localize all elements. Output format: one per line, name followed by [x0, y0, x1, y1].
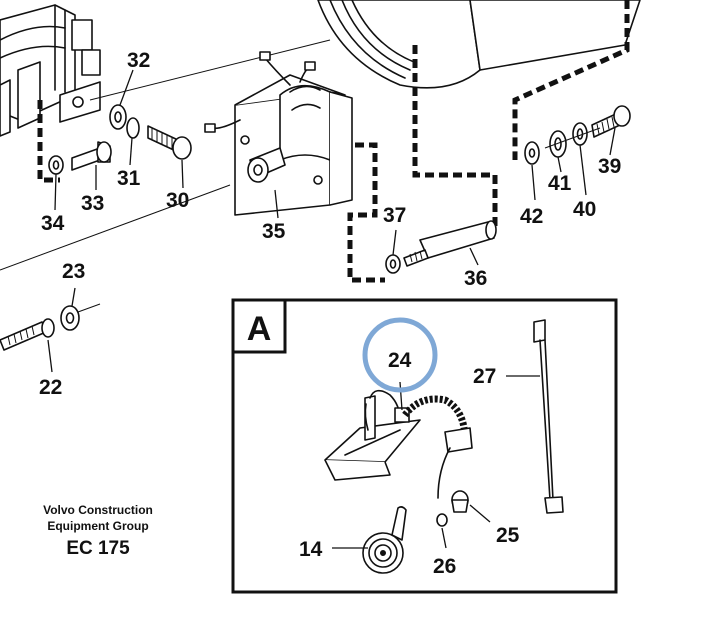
caption-company-line1: Volvo Construction — [43, 503, 153, 517]
callout-42: 42 — [520, 205, 543, 228]
callout-33: 33 — [81, 192, 104, 215]
part-37-washer — [385, 254, 401, 274]
dashed-line-35 — [347, 142, 385, 283]
callout-31: 31 — [117, 167, 141, 190]
callout-32: 32 — [127, 49, 150, 72]
part-40-lockwasher — [572, 122, 588, 146]
part-33-bolt — [71, 141, 112, 171]
part-35-solenoid — [204, 51, 353, 216]
callout-27: 27 — [473, 365, 496, 388]
part-31-washer — [126, 117, 140, 139]
caption-company-line2: Equipment Group — [47, 519, 149, 533]
callout-24: 24 — [388, 349, 412, 372]
callout-26: 26 — [433, 555, 456, 578]
thin-wire — [437, 447, 451, 499]
leader-lines — [47, 69, 616, 373]
callout-23: 23 — [62, 260, 85, 283]
callout-14: 14 — [299, 538, 323, 561]
part-34-washer — [48, 155, 64, 175]
part-39-screw — [591, 105, 631, 138]
shaft-line-lower — [0, 184, 231, 271]
detail-label-a: A — [247, 310, 272, 348]
part-41-washer — [549, 130, 567, 158]
callout-25: 25 — [496, 524, 520, 547]
detail-view-a — [231, 298, 618, 594]
callout-30: 30 — [166, 189, 189, 212]
callout-35: 35 — [262, 220, 286, 243]
detail-leader-lines — [332, 375, 540, 549]
part-32-washer — [109, 104, 127, 130]
callout-37: 37 — [383, 204, 406, 227]
part-30-screw — [147, 125, 192, 160]
callout-36: 36 — [464, 267, 487, 290]
part-14-tape-roll — [362, 506, 407, 574]
shaft-line-upper — [89, 39, 331, 101]
part-25-screw — [451, 490, 469, 513]
callout-39: 39 — [598, 155, 621, 178]
braided-wire — [402, 395, 469, 441]
detail-label-box — [231, 298, 287, 354]
highlight-circle — [362, 317, 438, 393]
wire-terminal — [444, 427, 473, 453]
callout-41: 41 — [548, 172, 572, 195]
callout-40: 40 — [573, 198, 596, 221]
coil-drum — [317, 0, 641, 89]
bolt-axis — [77, 303, 101, 313]
part-24-brush — [324, 389, 421, 481]
solenoid-left — [0, 4, 101, 137]
callout-22: 22 — [39, 376, 62, 399]
part-22-bolt — [0, 318, 55, 351]
part-42-washer — [524, 141, 540, 165]
callout-34: 34 — [41, 212, 65, 235]
part-23-washer — [60, 305, 80, 331]
caption-model: EC 175 — [66, 538, 130, 559]
part-26-washer — [436, 513, 448, 527]
fastener-axis — [544, 127, 601, 149]
dashed-line-drum-right — [512, 0, 630, 160]
part-27-cable-tie — [533, 319, 564, 514]
dashed-line-drum-left — [412, 45, 498, 230]
part-36-rod — [403, 220, 497, 267]
